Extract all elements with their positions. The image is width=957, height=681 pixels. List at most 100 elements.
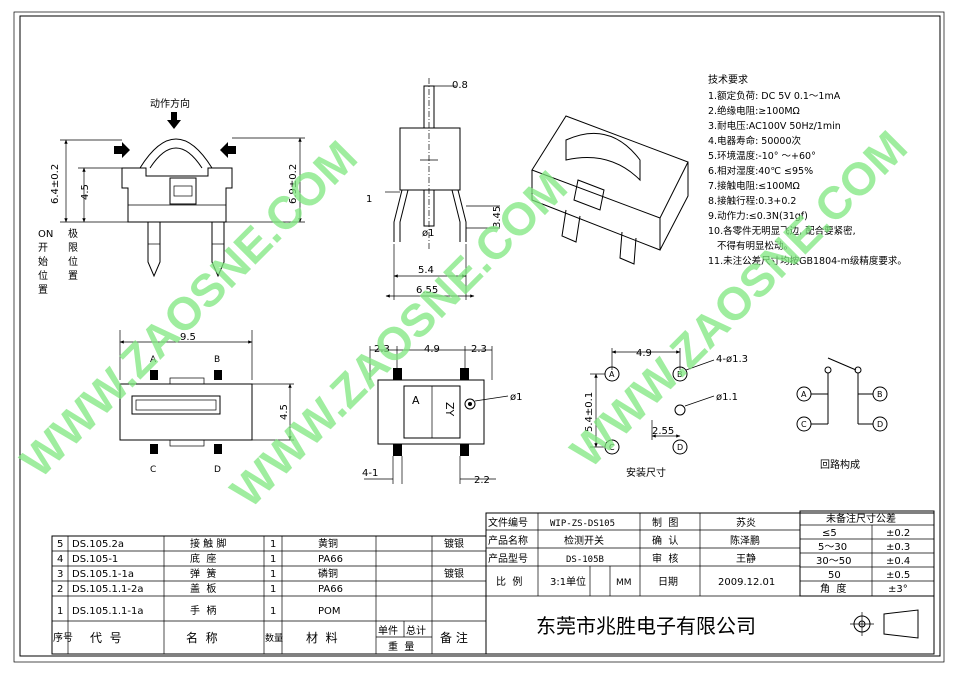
spec-item: 5.环境温度:-10° ～+60° bbox=[708, 150, 816, 162]
spec-item: 2.绝缘电阻:≥100MΩ bbox=[708, 105, 800, 117]
svg-text:开: 开 bbox=[38, 243, 48, 254]
svg-text:总计: 总计 bbox=[406, 624, 426, 637]
down-arrow-icon bbox=[167, 112, 181, 129]
dim-2-3-right: 2.3 bbox=[471, 344, 487, 355]
doc-no-label: 文件编号 bbox=[488, 516, 528, 529]
install-dimensions: 4.9 A B C D 4-ø1.3 ø1.1 5.4±0.1 2.55 安装尺… bbox=[584, 348, 748, 479]
spec-item: 不得有明显松动。 bbox=[708, 240, 793, 252]
svg-text:名 称: 名 称 bbox=[186, 630, 218, 645]
dim-4-9: 4.9 bbox=[424, 344, 440, 355]
watermark: WWW.ZAOSNE.COM WWW.ZAOSNE.COM WWW.ZAOSNE… bbox=[10, 120, 917, 517]
svg-text:手 柄: 手 柄 bbox=[190, 604, 216, 617]
action-direction-label: 动作方向 bbox=[150, 97, 190, 110]
svg-text:限: 限 bbox=[68, 242, 78, 254]
table-row: 1 DS.105.1.1-1a 手 柄 1 POM bbox=[57, 604, 341, 617]
dim-install-2-55: 2.55 bbox=[652, 426, 674, 437]
svg-text:位: 位 bbox=[68, 255, 78, 268]
svg-text:±0.3: ±0.3 bbox=[886, 542, 910, 553]
dim-6-55: 6.55 bbox=[416, 285, 438, 296]
svg-text:D: D bbox=[677, 443, 683, 452]
svg-text:ON: ON bbox=[38, 229, 53, 240]
svg-text:±0.5: ±0.5 bbox=[886, 570, 910, 581]
circuit-label: 回路构成 bbox=[820, 458, 860, 471]
svg-text:材 料: 材 料 bbox=[306, 631, 338, 645]
spec-item: 9.动作力:≤0.3N(31gf) bbox=[708, 210, 808, 222]
svg-text:重 量: 重 量 bbox=[388, 640, 414, 653]
isometric-view bbox=[531, 115, 689, 265]
dim-install-5-4: 5.4±0.1 bbox=[584, 392, 595, 432]
confirm-name: 陈泽鹏 bbox=[730, 534, 760, 547]
limit-position-label: 极 限 位 置 bbox=[68, 227, 78, 282]
pin-b-label: B bbox=[214, 355, 220, 365]
svg-text:5: 5 bbox=[57, 539, 63, 550]
svg-text:≤5: ≤5 bbox=[822, 528, 837, 539]
dim-4-1: 4-1 bbox=[362, 468, 378, 479]
technical-requirements: 技术要求 1.额定负荷: DC 5V 0.1～1mA 2.绝缘电阻:≥100MΩ… bbox=[708, 73, 907, 267]
circuit-diagram: A B C D 回路构成 bbox=[796, 357, 888, 471]
left-arrow-icon bbox=[220, 142, 236, 158]
on-position-label: ON 开 始 位 置 bbox=[38, 229, 53, 296]
svg-text:始: 始 bbox=[38, 255, 48, 268]
svg-text:D: D bbox=[877, 420, 883, 429]
dim-phi-1: ø1 bbox=[422, 228, 434, 239]
svg-text:角 度: 角 度 bbox=[820, 582, 846, 595]
svg-text:DS.105.1-1a: DS.105.1-1a bbox=[72, 569, 134, 580]
svg-text:B: B bbox=[677, 370, 683, 379]
table-row: 2 DS.105.1.1-2a 盖 板 1 PA66 bbox=[57, 582, 343, 595]
review-name: 王静 bbox=[736, 552, 756, 565]
svg-text:±0.2: ±0.2 bbox=[886, 528, 910, 539]
unit-label: 单位 bbox=[566, 575, 586, 588]
svg-text:DS.105.2a: DS.105.2a bbox=[72, 539, 124, 550]
svg-text:备 注: 备 注 bbox=[440, 630, 468, 645]
pin-c-label: C bbox=[150, 465, 156, 475]
svg-text:1: 1 bbox=[270, 554, 276, 565]
doc-no-value: WIP-ZS-DS105 bbox=[550, 519, 615, 529]
svg-text:极: 极 bbox=[68, 227, 78, 240]
inner-border bbox=[19, 15, 941, 657]
spec-item: 1.额定负荷: DC 5V 0.1～1mA bbox=[708, 90, 841, 102]
date-label: 日期 bbox=[658, 576, 678, 588]
svg-text:3: 3 bbox=[57, 569, 63, 580]
svg-text:黄铜: 黄铜 bbox=[318, 537, 338, 550]
spec-item: 10.各零件无明显飞边, 配合要紧密, bbox=[708, 225, 856, 237]
pin-d-label: D bbox=[214, 465, 221, 475]
svg-text:1: 1 bbox=[270, 584, 276, 595]
draw-label: 制 图 bbox=[652, 516, 678, 529]
date-value: 2009.12.01 bbox=[718, 577, 775, 588]
dim-4-5: 4.5 bbox=[279, 404, 290, 420]
svg-text:B: B bbox=[877, 390, 883, 399]
model-label: 产品型号 bbox=[488, 552, 528, 565]
dim-9-5: 9.5 bbox=[180, 332, 196, 343]
dim-phi-1-bottom: ø1 bbox=[510, 392, 522, 403]
dim-install-4-9: 4.9 bbox=[636, 348, 652, 359]
dim-install-phi: ø1.1 bbox=[716, 392, 738, 403]
spec-item: 7.接触电阻:≤100MΩ bbox=[708, 180, 800, 192]
svg-text:置: 置 bbox=[68, 270, 78, 282]
svg-text:C: C bbox=[609, 443, 615, 452]
svg-text:1: 1 bbox=[270, 606, 276, 617]
svg-text:1: 1 bbox=[57, 606, 63, 617]
spec-item: 11.未注公差尺寸均按GB1804-m级精度要求。 bbox=[708, 255, 907, 267]
dim-height-right: 6.9±0.2 bbox=[288, 164, 299, 204]
svg-text:5～30: 5～30 bbox=[818, 542, 847, 553]
tolerance-title: 未备注尺寸公差 bbox=[826, 512, 896, 525]
product-name-label: 产品名称 bbox=[488, 534, 528, 547]
spec-item: 6.相对湿度:40℃ ≤95% bbox=[708, 165, 813, 177]
svg-text:数量: 数量 bbox=[265, 632, 283, 644]
svg-text:DS.105.1.1-2a: DS.105.1.1-2a bbox=[72, 584, 144, 595]
dim-2-3-left: 2.3 bbox=[374, 344, 390, 355]
draw-name: 苏炎 bbox=[736, 516, 756, 529]
svg-text:2: 2 bbox=[57, 584, 63, 595]
projection-symbol-icon bbox=[850, 609, 919, 639]
dim-height-left: 6.4±0.2 bbox=[50, 164, 61, 204]
table-header: 序号 代 号 名 称 数量 材 料 单件 总计 重 量 备 注 bbox=[53, 624, 468, 653]
confirm-label: 确 认 bbox=[652, 534, 678, 547]
table-row: 3 DS.105.1-1a 弹 簧 1 磷铜 镀银 bbox=[57, 567, 464, 580]
svg-text:位: 位 bbox=[38, 269, 48, 282]
mark-a: A bbox=[412, 394, 420, 407]
svg-text:DS.105.1.1-1a: DS.105.1.1-1a bbox=[72, 606, 144, 617]
scale-label: 比 例 bbox=[496, 575, 522, 588]
product-name-value: 检测开关 bbox=[564, 534, 604, 547]
right-arrow-icon bbox=[114, 142, 130, 158]
